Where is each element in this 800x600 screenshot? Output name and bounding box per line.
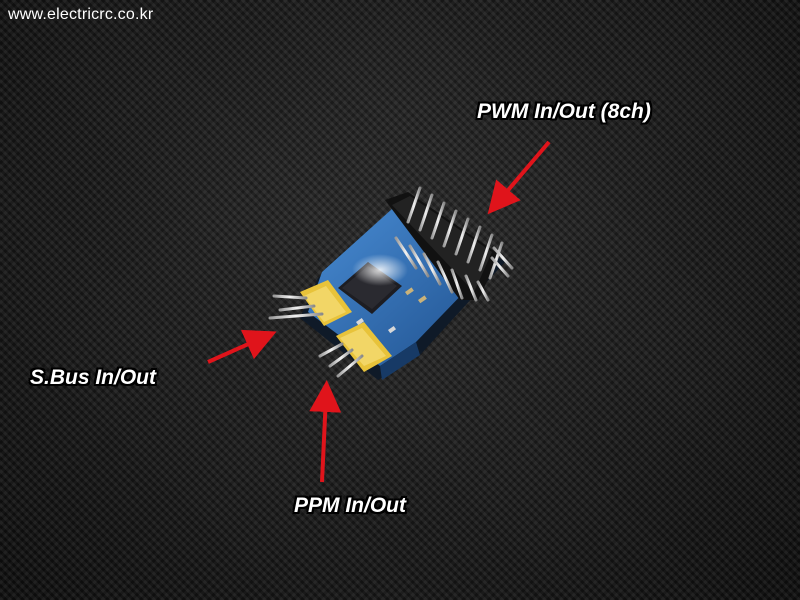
ppm-label: PPM In/Out: [294, 494, 406, 517]
ppm-arrow: [309, 380, 342, 483]
pwm-label: PWM In/Out (8ch): [477, 100, 651, 123]
pwm-header: [385, 186, 514, 302]
sbus-header: [268, 280, 352, 326]
ppm-header: [318, 322, 392, 378]
sbus-arrow: [207, 329, 277, 364]
watermark-url: www.electricrc.co.kr: [8, 6, 154, 23]
sbus-label: S.Bus In/Out: [30, 366, 156, 389]
pwm-arrow: [487, 140, 551, 215]
